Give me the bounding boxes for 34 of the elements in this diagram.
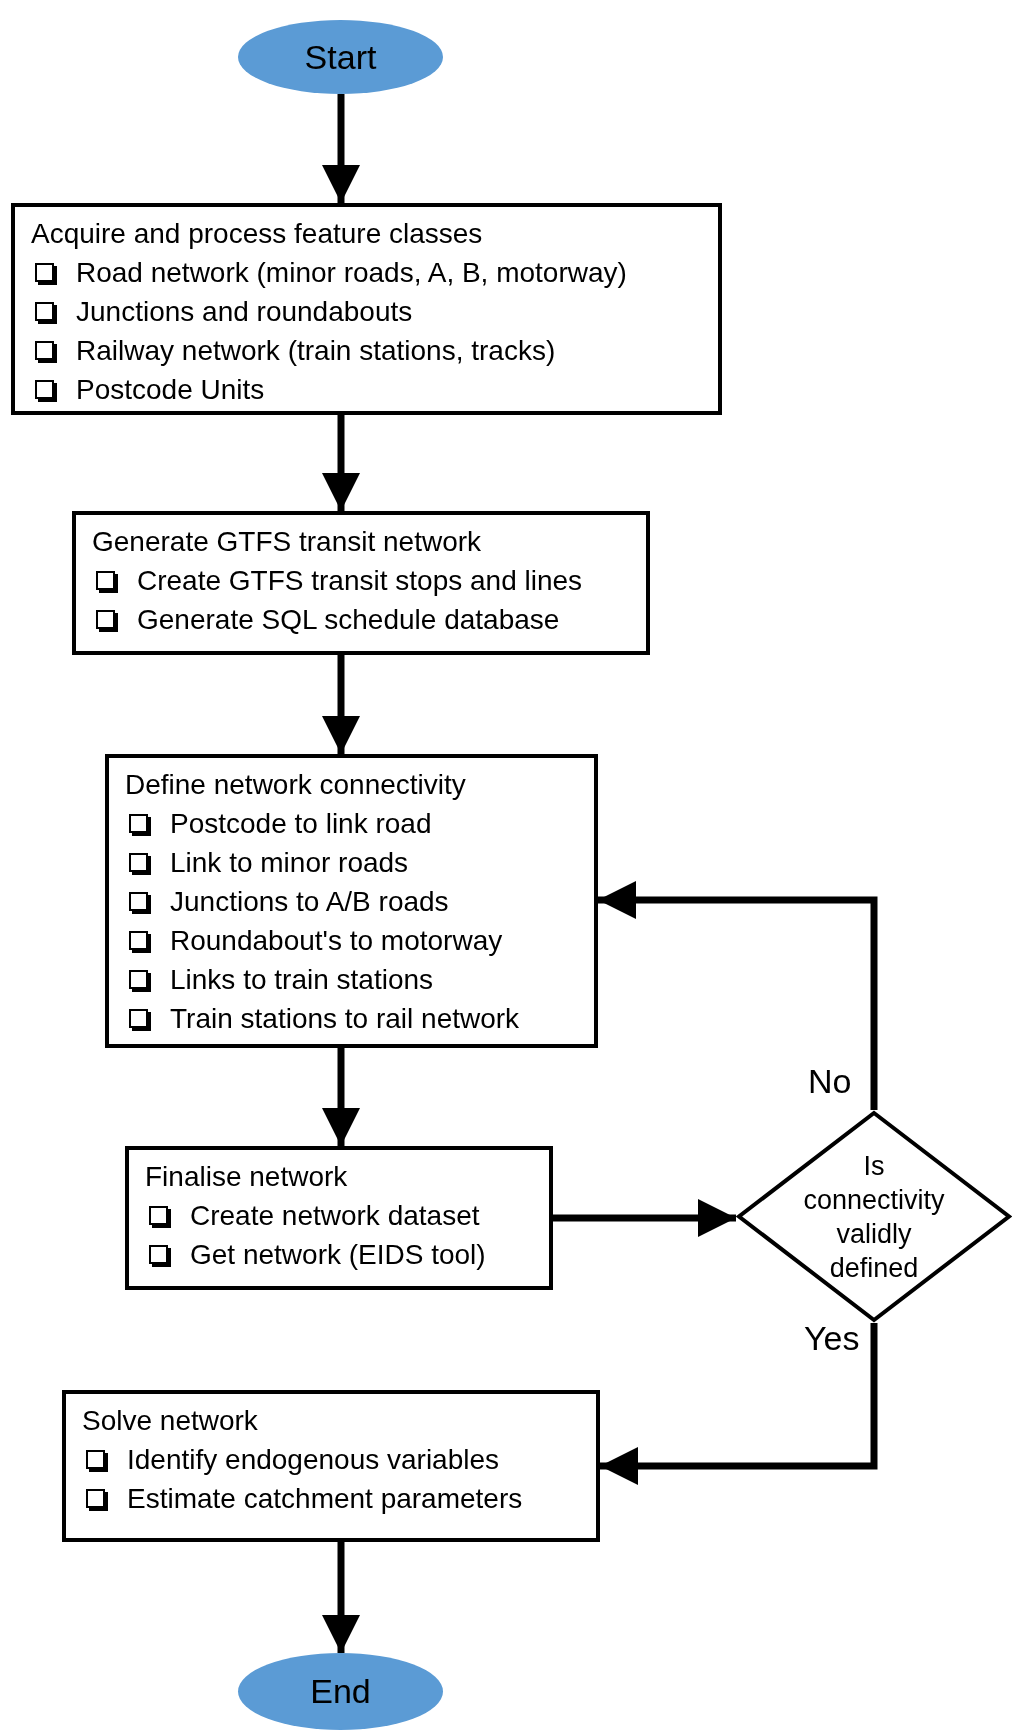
task-item: Generate SQL schedule database bbox=[137, 603, 560, 636]
step-heading: Define network connectivity bbox=[125, 768, 467, 802]
task-item: Links to train stations bbox=[170, 963, 434, 996]
task-item: Postcode to link road bbox=[170, 807, 432, 840]
task-item: Road network (minor roads, A, B, motorway) bbox=[76, 256, 627, 289]
process-box bbox=[125, 1146, 553, 1290]
step-heading: Solve network bbox=[82, 1404, 259, 1438]
arrow bbox=[322, 655, 360, 754]
task-item: Get network (EIDS tool) bbox=[190, 1238, 486, 1271]
task-item: Postcode Units bbox=[76, 373, 265, 406]
task-item: Railway network (train stations, tracks) bbox=[76, 334, 556, 367]
terminal-label: Start bbox=[304, 37, 377, 77]
step-heading: Generate GTFS transit network bbox=[92, 525, 483, 559]
process-box bbox=[62, 1390, 600, 1542]
task-item: Create network dataset bbox=[190, 1199, 480, 1232]
task-item: Train stations to rail network bbox=[170, 1002, 520, 1035]
step-heading: Acquire and process feature classes bbox=[31, 217, 484, 251]
task-item: Identify endogenous variables bbox=[127, 1443, 500, 1476]
task-item: Create GTFS transit stops and lines bbox=[137, 564, 583, 597]
process-box bbox=[105, 754, 598, 1048]
task-item: Junctions to A/B roads bbox=[170, 885, 449, 918]
arrow bbox=[322, 1542, 360, 1653]
arrow bbox=[322, 415, 360, 511]
terminal-label: End bbox=[310, 1672, 371, 1711]
task-item: Estimate catchment parameters bbox=[127, 1482, 523, 1515]
process-box bbox=[11, 203, 722, 415]
task-item: Link to minor roads bbox=[170, 846, 409, 879]
task-item: Roundabout's to motorway bbox=[170, 924, 503, 957]
task-item: Junctions and roundabouts bbox=[76, 295, 413, 328]
process-box bbox=[72, 511, 650, 655]
decision-text: Is connectivity validly defined bbox=[802, 1149, 946, 1285]
step-heading: Finalise network bbox=[145, 1160, 349, 1194]
arrow bbox=[322, 1048, 360, 1146]
arrow bbox=[322, 94, 360, 203]
